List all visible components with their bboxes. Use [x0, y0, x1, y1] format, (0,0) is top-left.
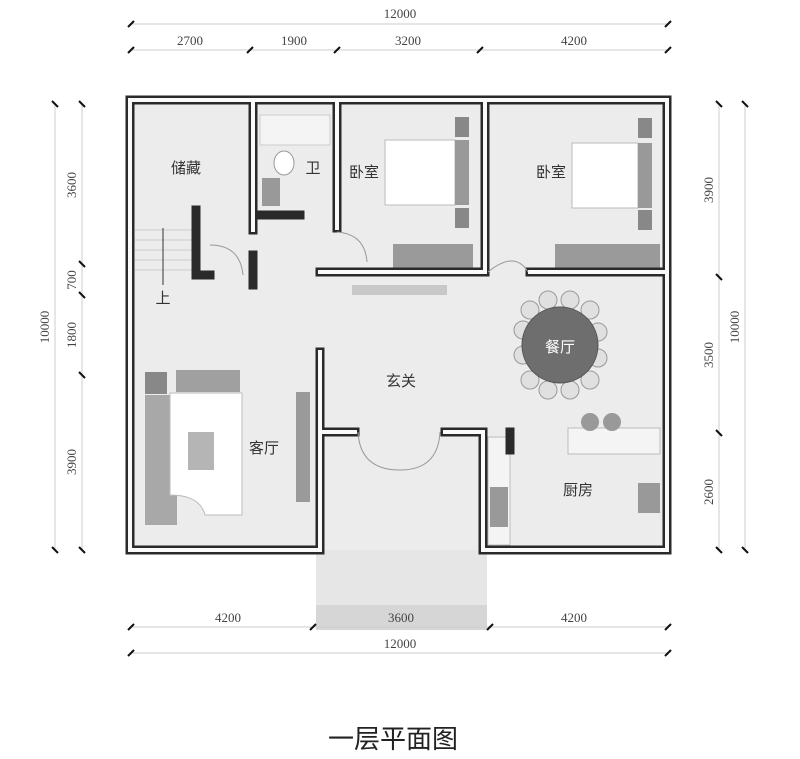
tv-cabinet — [296, 392, 310, 502]
dining-set — [513, 290, 608, 400]
stairs — [135, 228, 192, 285]
headboard-1 — [455, 140, 469, 205]
dim-left-3: 1800 — [64, 322, 79, 348]
label-kitchen: 厨房 — [563, 481, 593, 499]
coffee-table — [188, 432, 214, 470]
label-bedroom-1: 卧室 — [349, 163, 379, 181]
kitchen-island — [567, 427, 661, 455]
dim-right-3: 2600 — [701, 479, 716, 505]
dim-left-1: 3600 — [64, 172, 79, 198]
dim-bottom-1: 4200 — [215, 610, 241, 625]
bath-sink — [262, 178, 280, 206]
nightstand — [455, 117, 469, 137]
label-living: 客厅 — [249, 439, 279, 457]
nightstand — [638, 118, 652, 138]
label-bathroom: 卫 — [305, 159, 320, 177]
top-dimensions: 12000 2700 1900 3200 4200 — [127, 6, 672, 54]
dim-bottom-2: 3600 — [388, 610, 414, 625]
stool — [581, 413, 599, 431]
dim-top-3: 3200 — [395, 33, 421, 48]
dim-bottom-total: 12000 — [384, 636, 417, 651]
dining-table — [521, 306, 599, 384]
dim-top-1: 2700 — [177, 33, 203, 48]
dim-left-2: 700 — [64, 270, 79, 290]
porch-step — [316, 605, 487, 630]
dim-right-2: 3500 — [701, 342, 716, 368]
dim-bottom-3: 4200 — [561, 610, 587, 625]
armchair — [176, 370, 240, 392]
left-dimensions: 3600 700 1800 3900 10000 — [37, 100, 86, 554]
stove — [490, 487, 508, 527]
dim-right-1: 3900 — [701, 177, 716, 203]
bed-1 — [384, 139, 456, 206]
nightstand — [455, 208, 469, 228]
nightstand — [638, 210, 652, 230]
side-table — [145, 372, 167, 394]
dim-right-total: 10000 — [727, 311, 742, 344]
headboard-2 — [638, 143, 652, 208]
plan-title: 一层平面图 — [328, 725, 458, 755]
label-bedroom-2: 卧室 — [536, 163, 566, 181]
wardrobe-2 — [555, 244, 660, 270]
dim-left-4: 3900 — [64, 449, 79, 475]
hall-cabinet — [352, 285, 447, 295]
label-storage: 储藏 — [171, 159, 201, 177]
toilet — [273, 150, 295, 176]
sink — [638, 483, 660, 513]
shower — [259, 114, 331, 146]
label-foyer: 玄关 — [386, 372, 416, 390]
label-dining: 餐厅 — [545, 338, 575, 356]
label-stairs-up: 上 — [155, 289, 170, 307]
wardrobe-1 — [393, 244, 473, 270]
dim-top-2: 1900 — [281, 33, 307, 48]
bottom-dimensions: 4200 3600 4200 12000 — [127, 610, 672, 657]
stool — [603, 413, 621, 431]
walls — [125, 95, 672, 555]
dim-top-4: 4200 — [561, 33, 587, 48]
right-dimensions: 3900 3500 2600 10000 — [701, 100, 749, 554]
dim-top-total: 12000 — [384, 6, 417, 21]
dim-left-total: 10000 — [37, 311, 52, 344]
bed-2 — [571, 142, 639, 209]
door-swings — [209, 231, 529, 471]
